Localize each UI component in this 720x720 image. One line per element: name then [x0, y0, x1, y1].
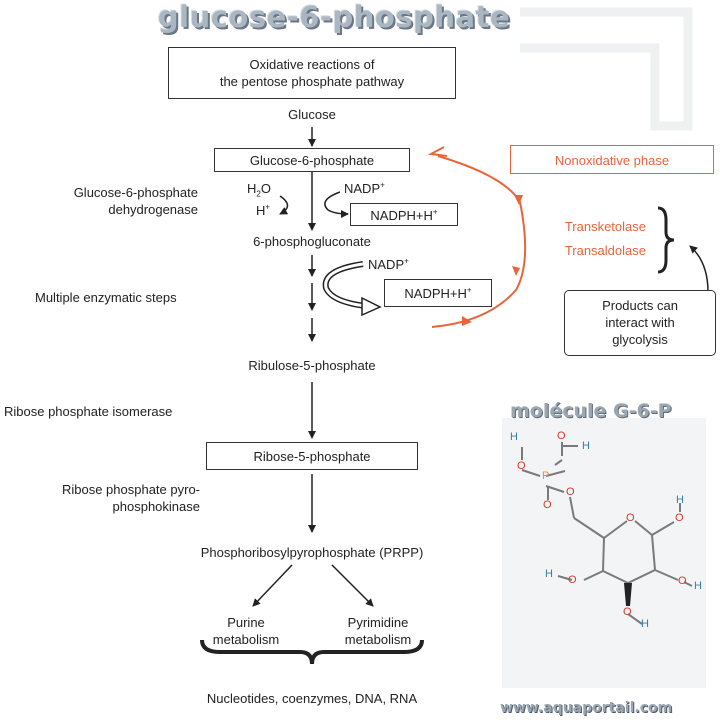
purine-line-1: Purine — [227, 615, 265, 630]
pgluconate-label: 6-phosphogluconate — [253, 234, 371, 249]
nadp-1-main: NADP — [344, 181, 381, 196]
nadp-1-sup: + — [380, 180, 385, 190]
atom-h-4: H — [694, 580, 702, 592]
hplus-sup: + — [265, 202, 271, 212]
atom-o-6: O — [678, 575, 687, 587]
atom-o-1: O — [517, 460, 526, 472]
water-o: O — [260, 181, 271, 196]
atom-o-4: O — [566, 486, 575, 498]
products-box: Products can interact with glycolysis — [564, 290, 716, 356]
arc-arrowhead-bottom — [462, 316, 472, 326]
hplus-main: H — [256, 203, 266, 218]
atom-h-3: H — [676, 494, 684, 506]
molecule-bonds — [521, 442, 693, 625]
nadph-2-main: NADPH+H — [404, 286, 467, 301]
isomerase-label: Ribose phosphate isomerase — [4, 404, 173, 419]
atom-h-2: H — [582, 440, 590, 452]
arrow-nadp-2-head — [361, 296, 382, 317]
nonoxidative-arc — [431, 155, 527, 328]
nadp-1-label: NADP+ — [344, 180, 385, 197]
glucose-label: Glucose — [288, 107, 336, 122]
nadph-2-box: NADPH+H+ — [384, 279, 492, 307]
nonoxidative-label: Nonoxidative phase — [554, 153, 670, 168]
atom-o-7: O — [568, 574, 577, 586]
atom-o-5: O — [675, 512, 684, 524]
products-line-3: glycolysis — [612, 332, 668, 347]
atom-h-1: H — [510, 431, 518, 443]
pyrimidine-label: Pyrimidine metabolism — [328, 614, 428, 648]
transketolase-label: Transketolase — [564, 219, 646, 234]
pyrophosphokinase-line-2: phosphokinase — [112, 499, 200, 514]
enzyme-g6pd: Glucose-6-phosphate dehydrogenase — [0, 184, 198, 218]
enzyme-g6pd-line-2: dehydrogenase — [108, 202, 198, 217]
transaldolase-label: Transaldolase — [564, 243, 646, 258]
arrow-to-purine — [252, 564, 293, 607]
multi-steps-label: Multiple enzymatic steps — [35, 290, 177, 305]
arrow-products — [689, 245, 709, 293]
oxidative-reactions-box: Oxidative reactions of the pentose phosp… — [168, 47, 456, 99]
page-title: glucose-6-phosphate — [157, 0, 511, 34]
nadph-1-main: NADPH+H — [370, 208, 433, 223]
pyrimidine-line-2: metabolism — [344, 632, 412, 647]
nonoxidative-box: Nonoxidative phase — [510, 145, 714, 174]
water-h: H — [247, 181, 257, 196]
nadph-1-sup: + — [432, 207, 438, 217]
r5p-box: Ribose-5-phosphate — [206, 442, 418, 470]
products-line-1: Products can — [602, 298, 678, 313]
g6p-label: Glucose-6-phosphate — [249, 153, 375, 168]
enzyme-g6pd-line-1: Glucose-6-phosphate — [73, 185, 198, 200]
arc-arrowhead-upper — [514, 195, 523, 205]
arrow-nadp-2-inner — [324, 262, 367, 308]
purine-line-2: metabolism — [212, 632, 280, 647]
arc-arrowhead-top — [427, 146, 448, 157]
atom-o-2: O — [557, 430, 566, 442]
atom-o-8: O — [623, 606, 632, 618]
hplus-label: H+ — [256, 202, 270, 219]
molecule-title: molécule G-6-P — [510, 400, 672, 422]
atom-o-3: O — [543, 499, 552, 511]
arrow-water-to-h — [279, 195, 289, 215]
atom-h-5: H — [545, 568, 553, 580]
arrow-nadp-2-outer — [322, 261, 367, 309]
decorative-frame — [520, 7, 693, 131]
footer-url: www.aquaportail.com — [500, 700, 673, 716]
pyrophosphokinase-label: Ribose phosphate pyro- phosphokinase — [0, 481, 200, 515]
r5p-label: Ribose-5-phosphate — [253, 449, 371, 464]
nadp-2-main: NADP — [368, 257, 405, 272]
water-subscript: 2 — [256, 189, 261, 199]
wedge-bond — [624, 583, 632, 606]
nadph-2-sup: + — [466, 285, 472, 295]
arrow-nadp-1 — [324, 191, 349, 218]
products-line-2: interact with — [605, 315, 675, 330]
arrow-to-pyrimidine — [331, 564, 374, 607]
enzyme-brace — [657, 206, 675, 274]
water-label: H2O — [247, 180, 271, 199]
purine-label: Purine metabolism — [196, 614, 296, 648]
atom-p: P — [542, 470, 550, 482]
atom-o-ring: O — [626, 512, 635, 524]
atom-h-6: H — [641, 618, 649, 630]
nadp-2-label: NADP+ — [368, 256, 409, 273]
oxidative-line-2: the pentose phosphate pathway — [219, 74, 405, 89]
nadp-2-sup: + — [404, 256, 409, 266]
ru5p-label: Ribulose-5-phosphate — [248, 358, 376, 373]
nucleotides-label: Nucleotides, coenzymes, DNA, RNA — [206, 691, 418, 706]
prpp-label: Phosphoribosylpyrophosphate (PRPP) — [200, 545, 424, 560]
g6p-box: Glucose-6-phosphate — [214, 148, 410, 172]
pyrophosphokinase-line-1: Ribose phosphate pyro- — [61, 482, 200, 497]
nadph-1-box: NADPH+H+ — [350, 203, 458, 226]
oxidative-line-1: Oxidative reactions of — [249, 57, 375, 72]
arc-arrowhead-mid — [512, 266, 520, 276]
bottom-brace — [200, 639, 424, 665]
pyrimidine-line-1: Pyrimidine — [347, 615, 409, 630]
